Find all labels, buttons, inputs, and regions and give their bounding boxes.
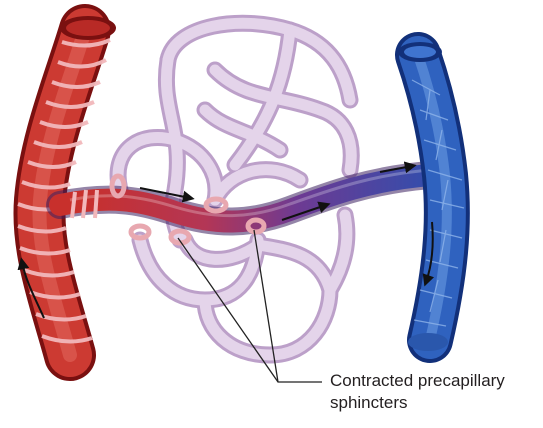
sphincter-label-line-1: Contracted precapillary [330, 371, 505, 391]
sphincter-label-line-2: sphincters [330, 393, 407, 413]
venule [398, 42, 464, 351]
arteriole [18, 16, 116, 355]
